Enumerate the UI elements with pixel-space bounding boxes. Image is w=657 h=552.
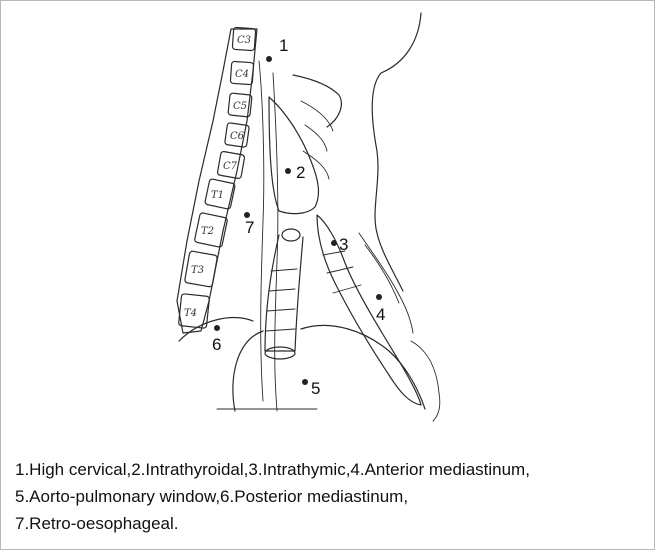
- vertebra-t3: T3: [184, 251, 217, 287]
- vertebra-label: C4: [235, 69, 249, 80]
- vertebra-label: C6: [230, 131, 245, 142]
- vertebra-label: C7: [223, 161, 238, 172]
- vertebra-label: C3: [237, 35, 251, 46]
- vertebra-c4: C4: [230, 61, 253, 84]
- site-marker-4: 4: [376, 294, 385, 324]
- site-number: 7: [245, 218, 254, 237]
- vertebra-label: T1: [211, 190, 224, 201]
- site-marker-1: 1: [266, 36, 288, 62]
- site-markers: 1 2 3 4 5: [212, 36, 385, 398]
- caption-line-3: 7.Retro-oesophageal.: [15, 510, 645, 537]
- vertebra-label: T2: [201, 226, 214, 237]
- site-marker-7: 7: [244, 212, 254, 237]
- site-marker-5: 5: [302, 379, 320, 398]
- caption-line-2: 5.Aorto-pulmonary window,6.Posterior med…: [15, 483, 645, 510]
- site-number: 6: [212, 335, 221, 354]
- vertebra-label: C5: [233, 101, 247, 112]
- caption-line-1: 1.High cervical,2.Intrathyroidal,3.Intra…: [15, 456, 645, 483]
- figure-caption: 1.High cervical,2.Intrathyroidal,3.Intra…: [15, 456, 645, 537]
- anatomical-sketch: C3 C4 C5 C6 C7: [1, 1, 657, 441]
- vertebra-label: T4: [184, 308, 197, 319]
- site-number: 5: [311, 379, 320, 398]
- site-marker-6: 6: [212, 325, 221, 354]
- trachea-tube: [265, 229, 303, 359]
- site-number: 4: [376, 305, 385, 324]
- site-marker-2: 2: [285, 163, 305, 182]
- vertebrae: C3 C4 C5 C6 C7: [178, 27, 255, 328]
- site-number: 1: [279, 36, 288, 55]
- vertebra-c3: C3: [232, 27, 255, 50]
- vertebra-t1: T1: [205, 179, 236, 210]
- vertebra-label: T3: [191, 265, 204, 276]
- site-number: 3: [339, 235, 348, 254]
- site-number: 2: [296, 163, 305, 182]
